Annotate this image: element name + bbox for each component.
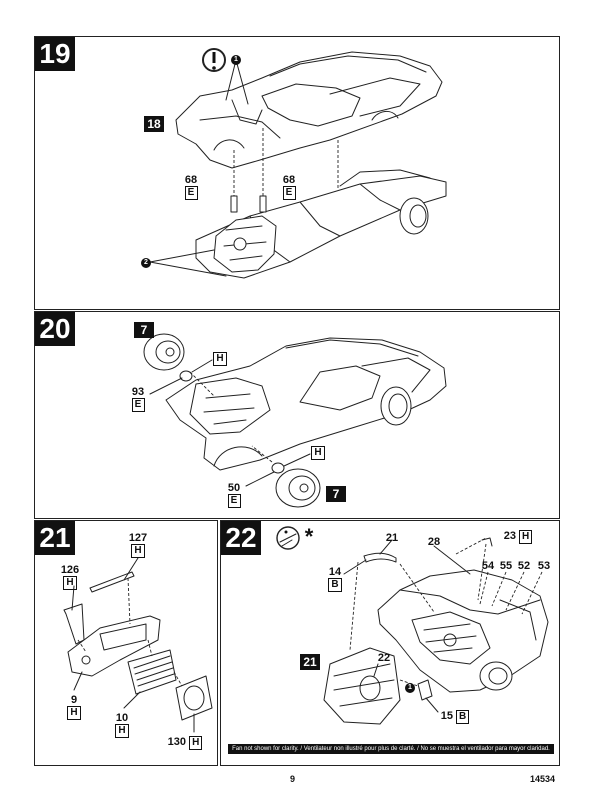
part-number: 68 [282,174,296,186]
part-code: H [519,530,533,544]
part-68-right: 68 E [278,174,300,200]
part-9: 9 H [62,694,86,720]
part-number: 15 [440,710,453,722]
part-number: 14 [328,566,342,578]
step-number: 22 [221,521,261,555]
part-number: 23 [503,530,516,542]
part-number: 68 [184,174,198,186]
part-h-top: H [212,352,228,366]
part-number: 126 [60,564,80,576]
part-code: B [328,578,342,592]
part-code: H [67,706,81,720]
step-number: 21 [35,521,75,555]
part-68-left: 68 E [180,174,202,200]
part-number: 9 [70,694,78,706]
callout-2-label: 2 [144,259,148,266]
kit-number: 14534 [530,774,556,784]
step-number: 20 [35,312,75,346]
part-code: H [131,544,145,558]
part-code: H [189,736,203,750]
step-number: 19 [35,37,75,71]
part-code: E [227,494,241,508]
part-55: 55 [499,560,513,572]
part-code: H [213,352,227,366]
part-code: H [311,446,325,460]
fan-note: Fan not shown for clarity. / Ventilateur… [228,744,554,754]
ref-step-18: 18 [144,116,164,132]
ref-step-7-top: 7 [134,322,154,338]
callout-1-label: 1 [408,684,412,691]
part-14: 14 B [324,566,346,592]
callout-1-label: 1 [234,56,238,63]
part-number: 10 [115,712,129,724]
part-code: E [184,186,198,200]
part-22: 22 [377,652,391,664]
part-50: 50 E [222,482,246,508]
part-23: 23 H [496,530,540,544]
part-10: 10 H [110,712,134,738]
part-52: 52 [517,560,531,572]
part-code: B [456,710,470,724]
paint-star: * [304,524,314,549]
page-number: 9 [290,774,296,784]
part-number: 130 [167,736,187,748]
part-54: 54 [481,560,495,572]
part-127: 127 H [126,532,150,558]
part-130: 130 H [160,736,210,750]
part-126: 126 H [58,564,82,590]
part-21: 21 [385,532,399,544]
part-code: E [282,186,296,200]
ref-step-21: 21 [300,654,320,670]
part-53: 53 [537,560,551,572]
part-28: 28 [427,536,441,548]
ref-step-7-bottom: 7 [326,486,346,502]
part-code: H [63,576,77,590]
part-number: 93 [131,386,145,398]
part-h-bottom: H [310,446,326,460]
part-number: 127 [128,532,148,544]
part-code: H [115,724,129,738]
part-number: 50 [227,482,241,494]
part-93: 93 E [126,386,150,412]
part-code: E [131,398,145,412]
part-15: 15 B [438,710,472,724]
